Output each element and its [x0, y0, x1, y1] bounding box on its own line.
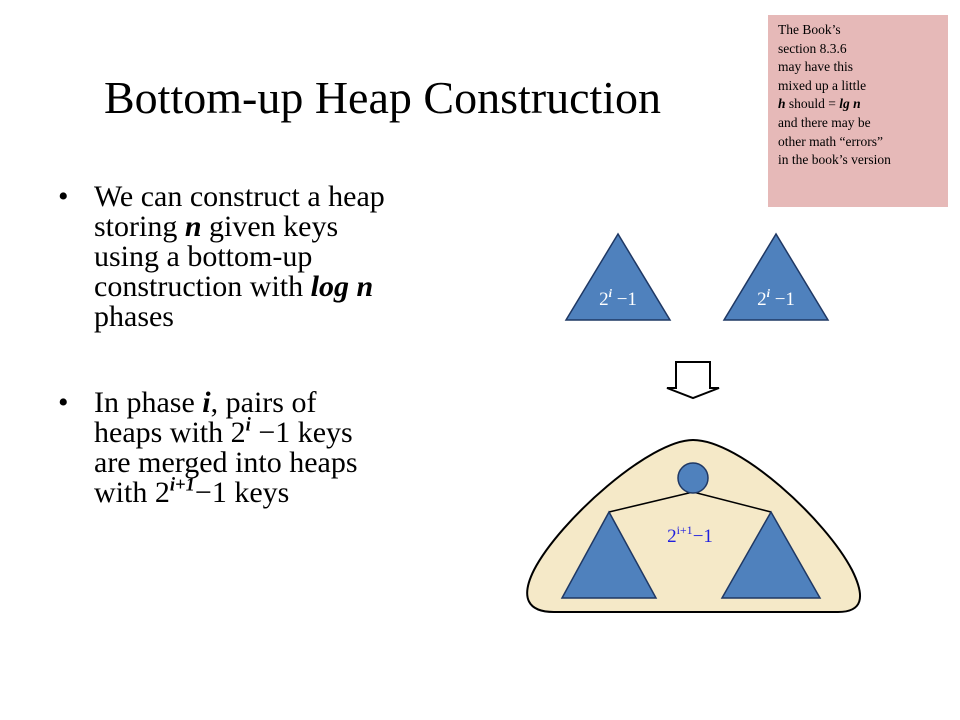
note-line-4: mixed up a little	[778, 77, 867, 93]
label-sup: i+1	[677, 523, 693, 537]
label-base: 2	[599, 289, 609, 310]
bullet-construct-heap: • We can construct a heap storing n give…	[58, 182, 498, 332]
var-n: n	[184, 210, 202, 243]
text-span: with 2	[94, 476, 170, 509]
bullet1-line2: storing n given keys	[94, 212, 498, 242]
text-span: given keys	[201, 210, 339, 243]
bullet1-line4: construction with log n	[94, 272, 498, 302]
bullet-dot: •	[58, 386, 69, 419]
bullet2-line2: heaps with 2i −1 keys	[94, 416, 498, 449]
text-span: −1 keys	[194, 476, 290, 509]
text-span: −1 keys	[250, 416, 353, 449]
label-sup: i	[767, 286, 771, 300]
var-i: i	[202, 386, 211, 419]
bullet-phase-i: • In phase i, pairs of heaps with 2i −1 …	[58, 388, 498, 508]
sup-i: i	[245, 414, 251, 436]
bullet-dot: •	[58, 180, 69, 213]
note-line-3: may have this	[778, 59, 853, 75]
sup-i-plus-1: i+1	[169, 474, 195, 496]
note-line-2: section 8.3.6	[778, 40, 847, 56]
bullet1-line1: We can construct a heap	[94, 180, 385, 213]
edge-left	[608, 491, 694, 513]
merge-arrow-icon	[666, 361, 720, 400]
note-line-5: h should = lg n	[778, 95, 938, 114]
label-tail: −1	[770, 289, 795, 310]
note-lg-n: lg n	[839, 96, 861, 112]
bullet2-line1: In phase i, pairs of	[94, 388, 498, 418]
heap-right-label: 2i −1	[757, 286, 795, 310]
text-span: , pairs of	[210, 386, 317, 419]
merged-left-subheap	[560, 510, 658, 599]
note-line-6: and there may be	[778, 114, 871, 130]
note-line-8: in the book’s version	[778, 152, 891, 168]
bullet1-line5: phases	[94, 300, 174, 333]
text-span: construction with	[94, 270, 311, 303]
bullet2-line3: are merged into heaps	[94, 446, 358, 479]
bullet-list: • We can construct a heap storing n give…	[58, 182, 498, 508]
edge-right	[692, 491, 772, 513]
text-span: heaps with 2	[94, 416, 246, 449]
slide-title: Bottom-up Heap Construction	[104, 72, 662, 123]
heap-triangle-right	[722, 232, 830, 321]
label-sup: i	[609, 286, 613, 300]
note-line-7: other math “errors”	[778, 133, 883, 149]
sticky-note: The Book’s section 8.3.6 may have this m…	[768, 15, 948, 207]
text-span: In phase	[94, 386, 203, 419]
merged-right-subheap	[720, 510, 822, 599]
label-tail: −1	[693, 526, 713, 547]
root-node	[677, 462, 709, 494]
heap-left-label: 2i −1	[599, 286, 637, 310]
text-span: storing	[94, 210, 185, 243]
label-base: 2	[757, 289, 767, 310]
var-log-n: log n	[310, 270, 374, 303]
label-tail: −1	[612, 289, 637, 310]
merged-heap-label: 2i+1−1	[667, 523, 713, 547]
bullet2-line4: with 2i+1−1 keys	[94, 476, 498, 509]
heap-triangle-left	[564, 232, 672, 321]
note-h-var: h	[778, 96, 786, 112]
bullet1-line3: using a bottom-up	[94, 240, 313, 273]
label-base: 2	[667, 526, 677, 547]
note-should-equal: should =	[788, 96, 836, 112]
note-line-1: The Book’s	[778, 22, 841, 37]
